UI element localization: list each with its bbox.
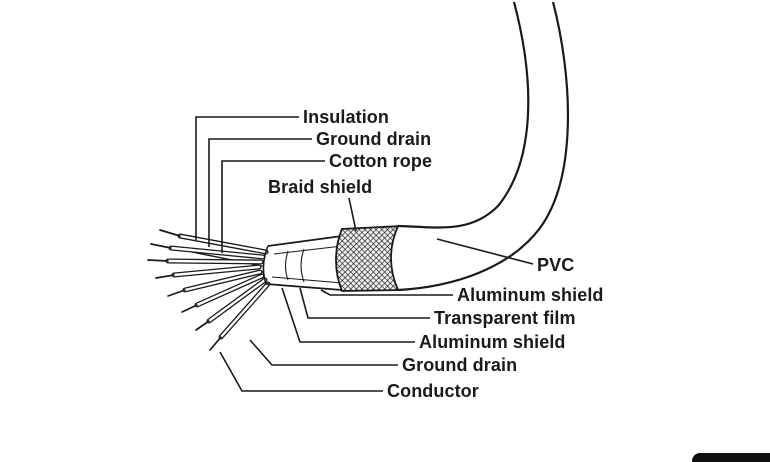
leader-pvc — [436, 238, 534, 265]
label-aluminum-shield-inner: Aluminum shield — [419, 332, 566, 352]
bottom-right-crop-mark — [692, 453, 770, 462]
leader-conductor — [219, 351, 383, 392]
pvc-jacket — [390, 1, 569, 292]
label-insulation: Insulation — [303, 107, 389, 127]
leader-aluminum-shield-outer — [320, 289, 453, 296]
leader-braid-shield — [348, 197, 357, 232]
leader-aluminum-shield-inner — [281, 287, 415, 343]
conductor-wires — [147, 229, 271, 351]
label-transparent-film: Transparent film — [434, 308, 576, 328]
label-aluminum-shield-outer: Aluminum shield — [457, 285, 604, 305]
label-ground-drain-top: Ground drain — [316, 129, 432, 149]
label-ground-drain-bottom: Ground drain — [402, 355, 518, 375]
core-layers — [262, 235, 343, 291]
leader-cotton-rope — [221, 160, 325, 253]
leader-ground-drain-top — [208, 138, 312, 247]
leader-insulation — [195, 116, 299, 240]
leader-transparent-film — [299, 287, 430, 319]
label-pvc: PVC — [537, 255, 575, 275]
braid-shield-band — [335, 225, 403, 292]
leader-ground-drain-bottom — [249, 339, 398, 366]
label-conductor: Conductor — [387, 381, 479, 401]
label-braid-shield: Braid shield — [268, 177, 373, 197]
leader-lines — [195, 116, 534, 392]
label-cotton-rope: Cotton rope — [329, 151, 433, 171]
